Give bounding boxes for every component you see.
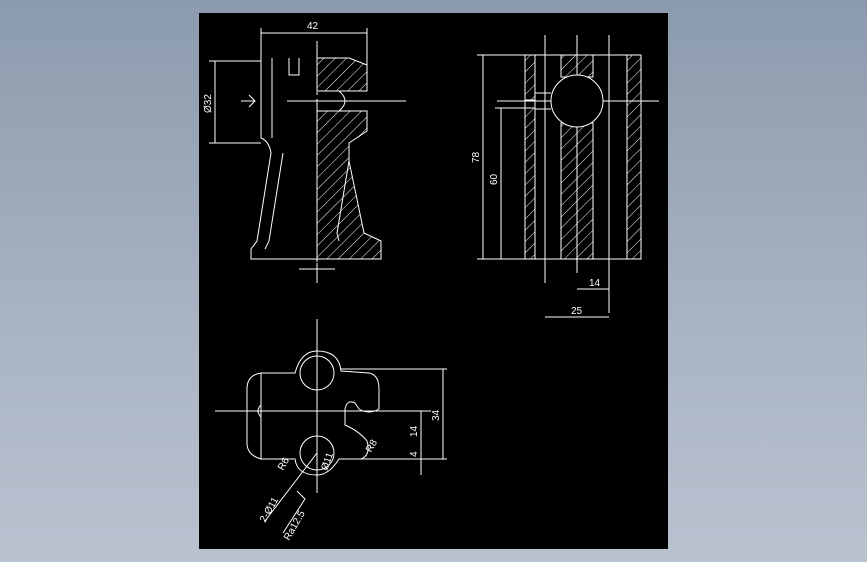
section-arrow-left [241, 94, 256, 108]
side-hatch-left-top [524, 54, 536, 101]
front-inner-rib [336, 160, 350, 242]
front-section-bottom [316, 110, 382, 260]
dim-34-label: 34 [431, 409, 442, 421]
front-bore-outline [317, 90, 346, 112]
side-hatch-center [560, 122, 594, 260]
side-hatch-right [626, 54, 642, 260]
note-roughness-label: Ra12.5 [282, 509, 308, 543]
side-view: 78 60 14 25 [471, 35, 659, 318]
front-section-top [316, 57, 368, 92]
top-outline [246, 350, 380, 476]
roughness-symbol [282, 490, 306, 534]
side-hatch-left-bottom [524, 107, 536, 260]
front-left-outline [250, 58, 317, 260]
dim-d32-label: Ø32 [203, 94, 214, 113]
front-top-notch [288, 58, 300, 76]
dim-25-label: 25 [571, 306, 583, 317]
dim-60-label: 60 [489, 173, 500, 185]
cad-drawing-sheet: 42 Ø32 78 60 [199, 13, 668, 549]
side-slot [535, 92, 551, 110]
dim-r6-label: R6 [276, 456, 292, 473]
hole-leader-line [264, 452, 318, 522]
dim-4-label: 4 [409, 451, 420, 457]
note-holes-label: 2-Ø11 [258, 495, 281, 524]
top-hole-lower [299, 435, 335, 471]
front-inner-taper [264, 152, 284, 250]
top-view: 34 14 4 R6 R8 Ø11 2-Ø11 Ra12.5 [215, 319, 447, 543]
dim-14-label: 14 [589, 278, 601, 289]
section-marker-bottom [299, 263, 335, 275]
cad-drawing: 42 Ø32 78 60 [203, 21, 659, 543]
dim-78-label: 78 [471, 151, 482, 163]
dim-42-label: 42 [307, 21, 319, 32]
side-hatch-center-top [560, 54, 594, 78]
dim-14b-label: 14 [409, 425, 420, 437]
front-view: 42 Ø32 [203, 21, 406, 283]
side-bore-circle [550, 74, 604, 128]
top-left-notch [257, 404, 262, 418]
top-hole-upper [299, 355, 335, 391]
